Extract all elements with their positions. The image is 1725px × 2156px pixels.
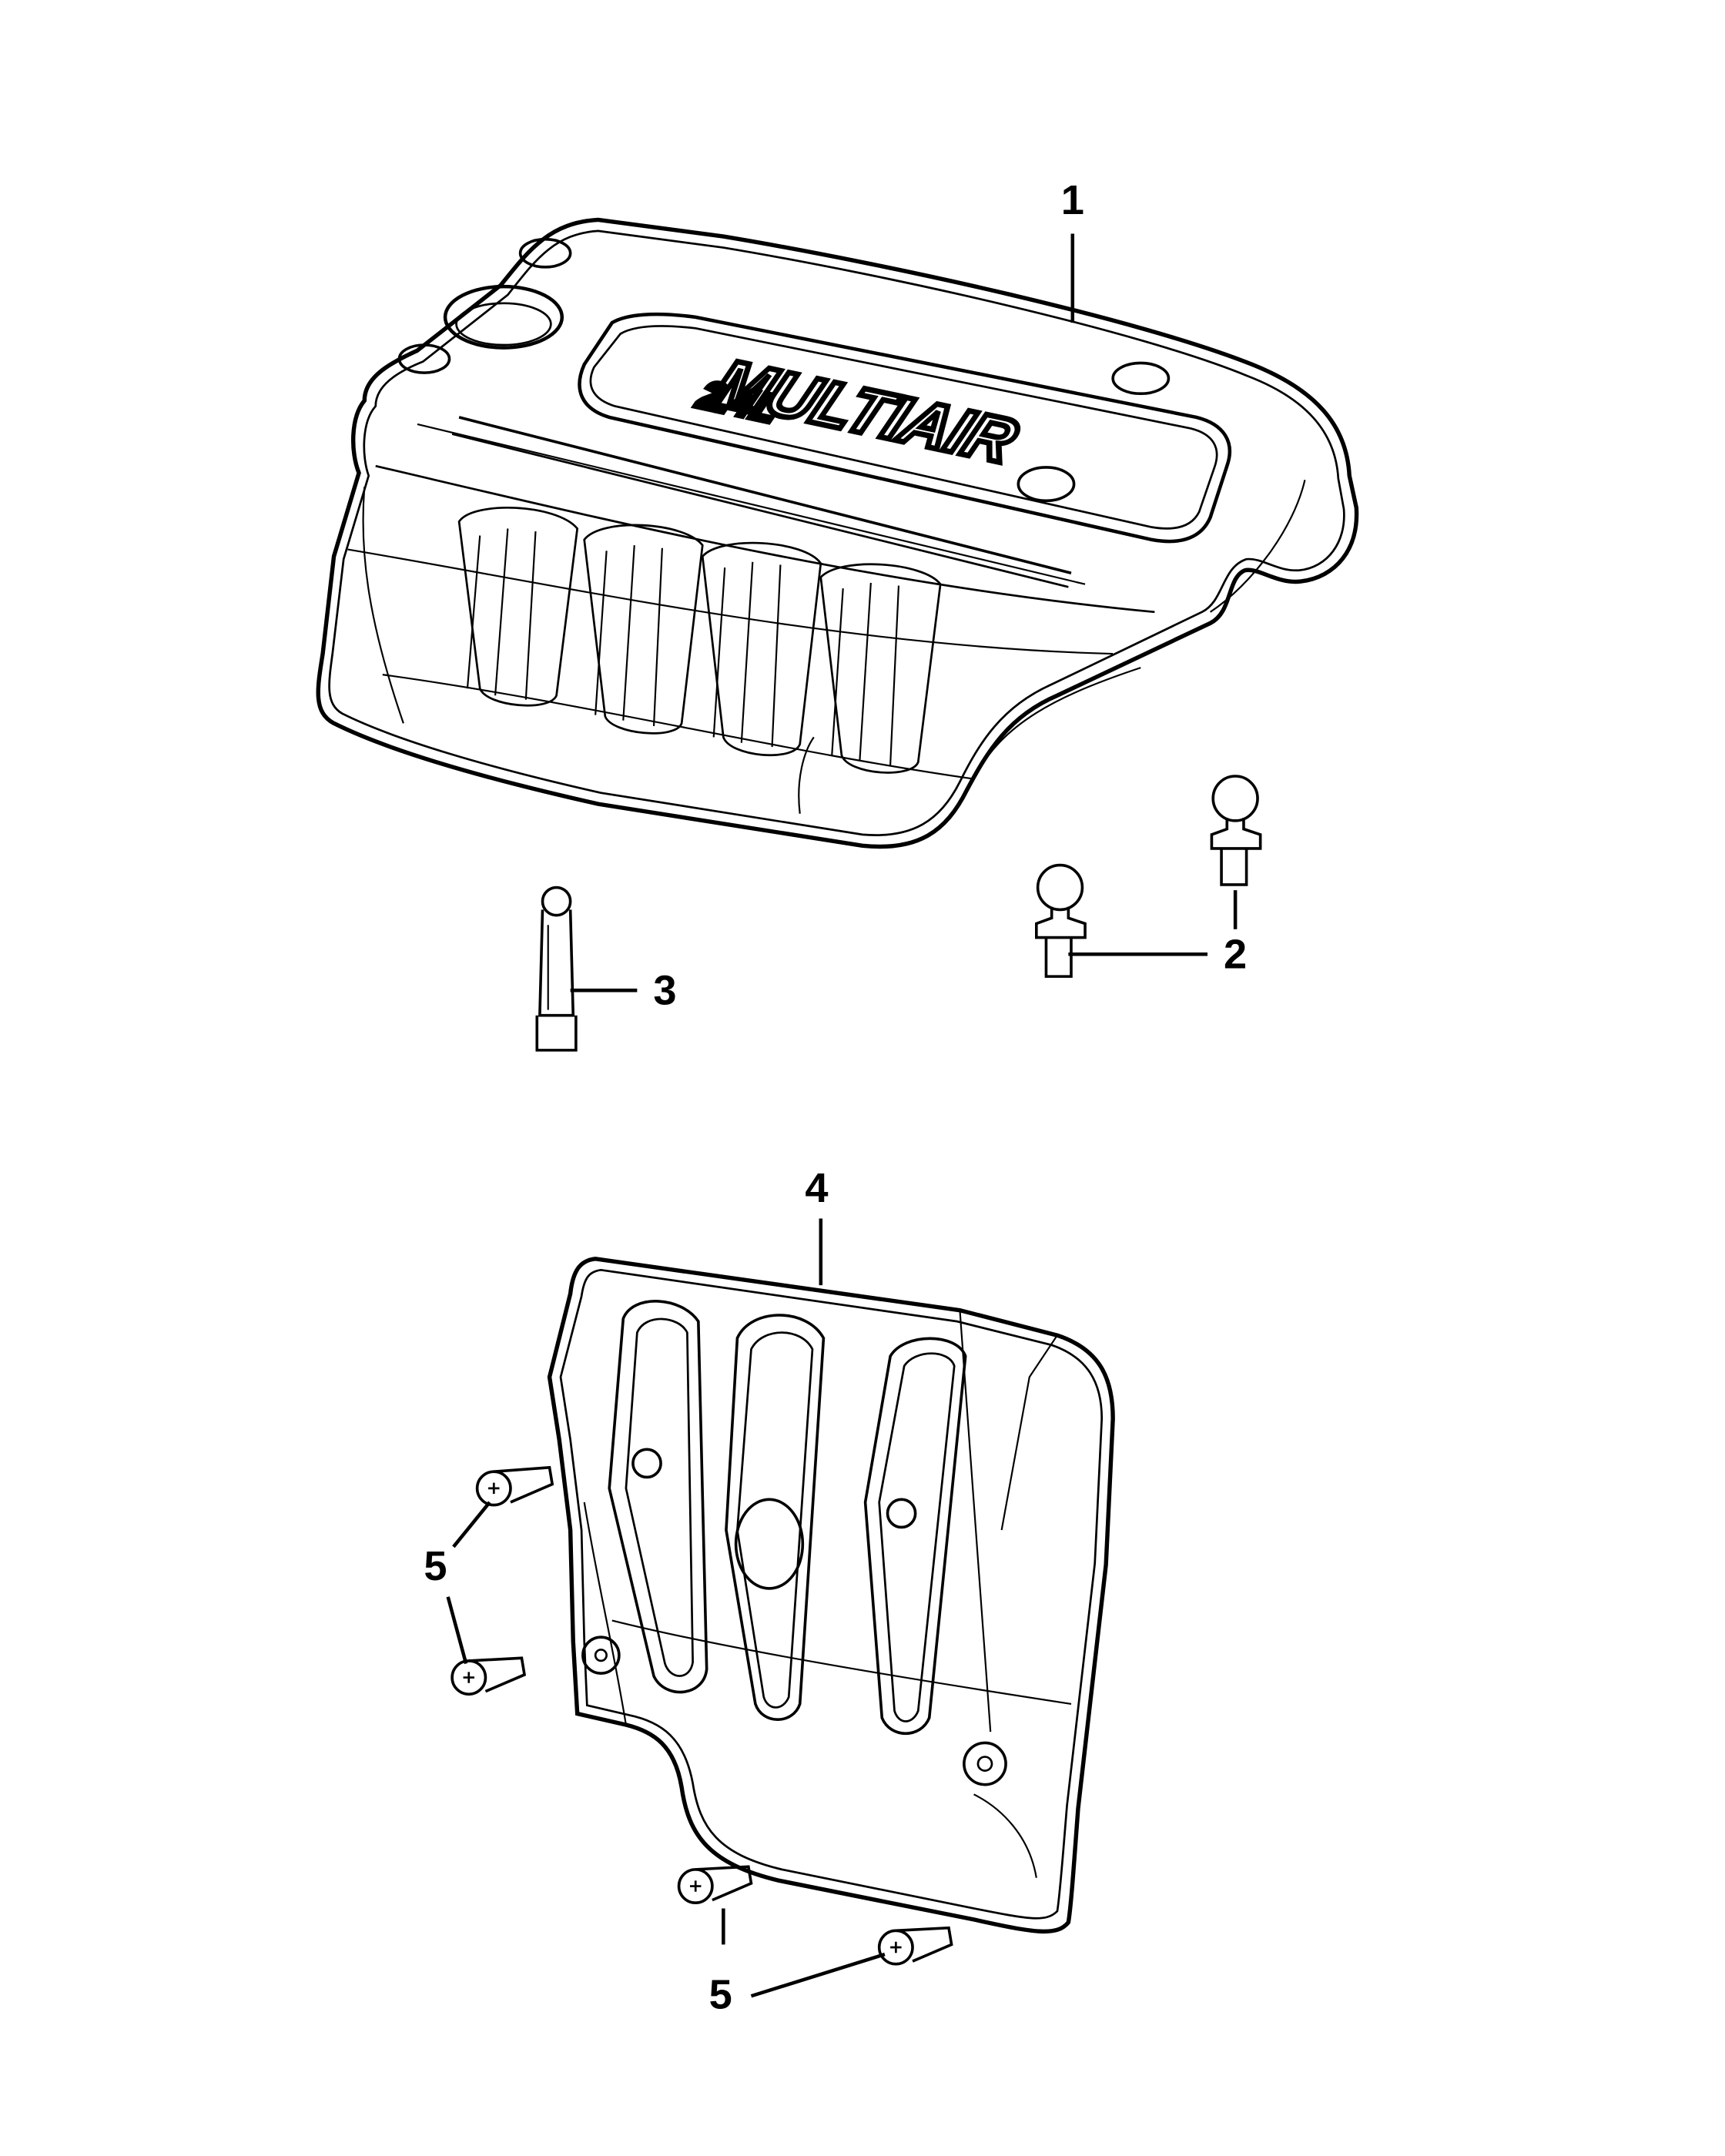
bolt [677, 1865, 753, 1905]
bolt-boss [631, 1448, 662, 1479]
bolt [475, 1465, 554, 1507]
bolt [451, 1656, 527, 1696]
mount-hole [397, 343, 451, 374]
callout-4: 4 [805, 1165, 828, 1211]
leader-lines [446, 233, 1238, 1998]
mount-hole [1111, 361, 1171, 396]
callout-5-lower: 5 [709, 1972, 732, 2018]
bolt-boss [886, 1498, 917, 1529]
locating-pin [535, 886, 578, 1052]
callout-3: 3 [653, 967, 676, 1013]
bolt [877, 1926, 953, 1966]
ball-stud [1035, 863, 1087, 978]
mount-hole [1017, 466, 1076, 503]
engine-cover: MULTIAIR 2.4L [316, 217, 1359, 849]
callout-5-upper: 5 [424, 1543, 447, 1589]
mount-hole [518, 237, 572, 269]
bolt-boss [963, 1741, 1007, 1786]
oil-filler-opening [443, 284, 564, 350]
ball-stud [1210, 775, 1262, 886]
heat-shield [547, 1257, 1115, 1934]
bolt-boss [581, 1635, 621, 1675]
callout-2: 2 [1224, 931, 1247, 977]
callout-1: 1 [1061, 177, 1084, 223]
